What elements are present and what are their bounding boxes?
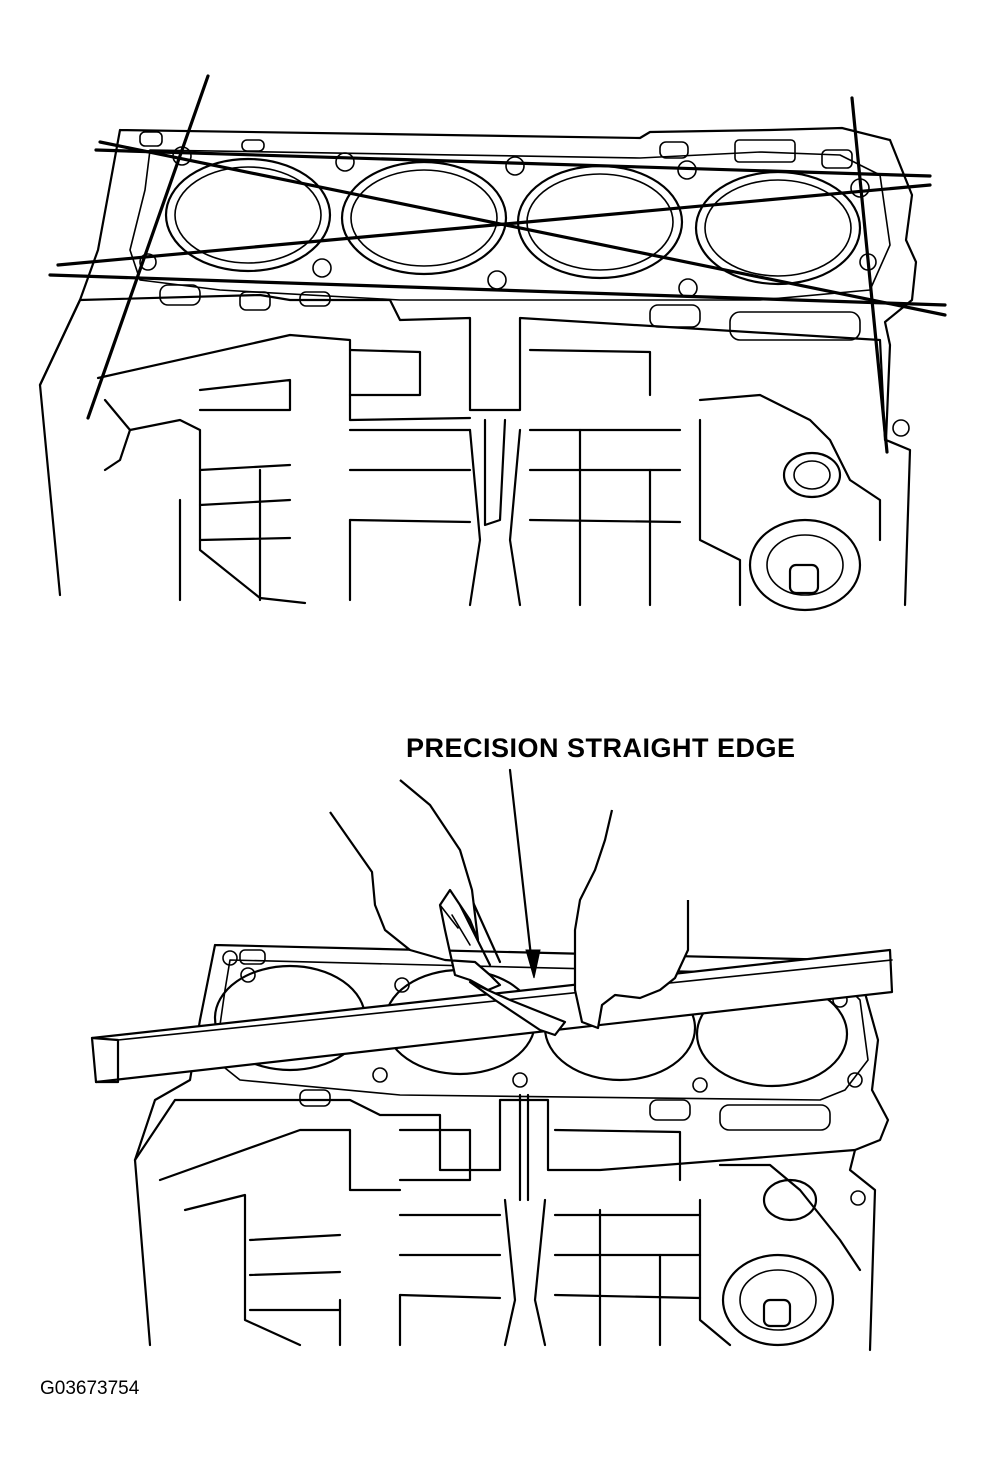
feeler-gauge <box>458 898 567 1037</box>
straight-edge-label: PRECISION STRAIGHT EDGE <box>406 733 796 763</box>
cylinder-bore-1 <box>164 157 332 273</box>
block-skirt-top <box>38 293 887 607</box>
warpage-check-lines <box>48 74 947 454</box>
check-line-diagonal-a <box>98 140 947 317</box>
precision-straight-edge <box>90 948 894 1084</box>
engine-block-bottom-illustration <box>133 943 890 1352</box>
oil-pump-boss <box>782 451 842 499</box>
check-line-bottom-long <box>48 273 947 307</box>
bottom-crank-seal-inner <box>739 1269 817 1331</box>
check-line-left-vertical <box>86 74 210 420</box>
right-hand-illustration <box>573 809 690 1030</box>
check-line-top-long <box>94 148 932 178</box>
dowel-bottom <box>850 1190 866 1206</box>
left-hand-illustration <box>329 779 502 992</box>
cylinder-bore-4-inner <box>704 179 852 277</box>
check-line-right-vertical <box>850 96 889 454</box>
gasket-outline-top <box>129 149 891 301</box>
crank-stub <box>788 563 820 595</box>
crank-seal-boss <box>748 518 862 612</box>
cylinder-bore-1-inner <box>174 166 322 264</box>
bottom-oil-pump-boss <box>762 1178 818 1222</box>
figure-id: G03673754 <box>40 1378 140 1399</box>
engine-block-top-illustration <box>38 126 918 612</box>
bottom-crank-stub <box>762 1298 792 1328</box>
block-skirt-bottom <box>133 1093 862 1347</box>
dowel-top <box>892 419 910 437</box>
check-line-diagonal-b <box>56 183 932 267</box>
crank-seal-inner <box>766 534 844 596</box>
cylinder-bore-2 <box>340 160 508 276</box>
cylinder-bore-4 <box>694 170 862 286</box>
label-leader <box>508 768 541 979</box>
oil-pump-boss-inner <box>793 460 831 490</box>
cylinder-bore-2-inner <box>350 169 498 267</box>
bottom-crank-seal-boss <box>721 1253 835 1347</box>
